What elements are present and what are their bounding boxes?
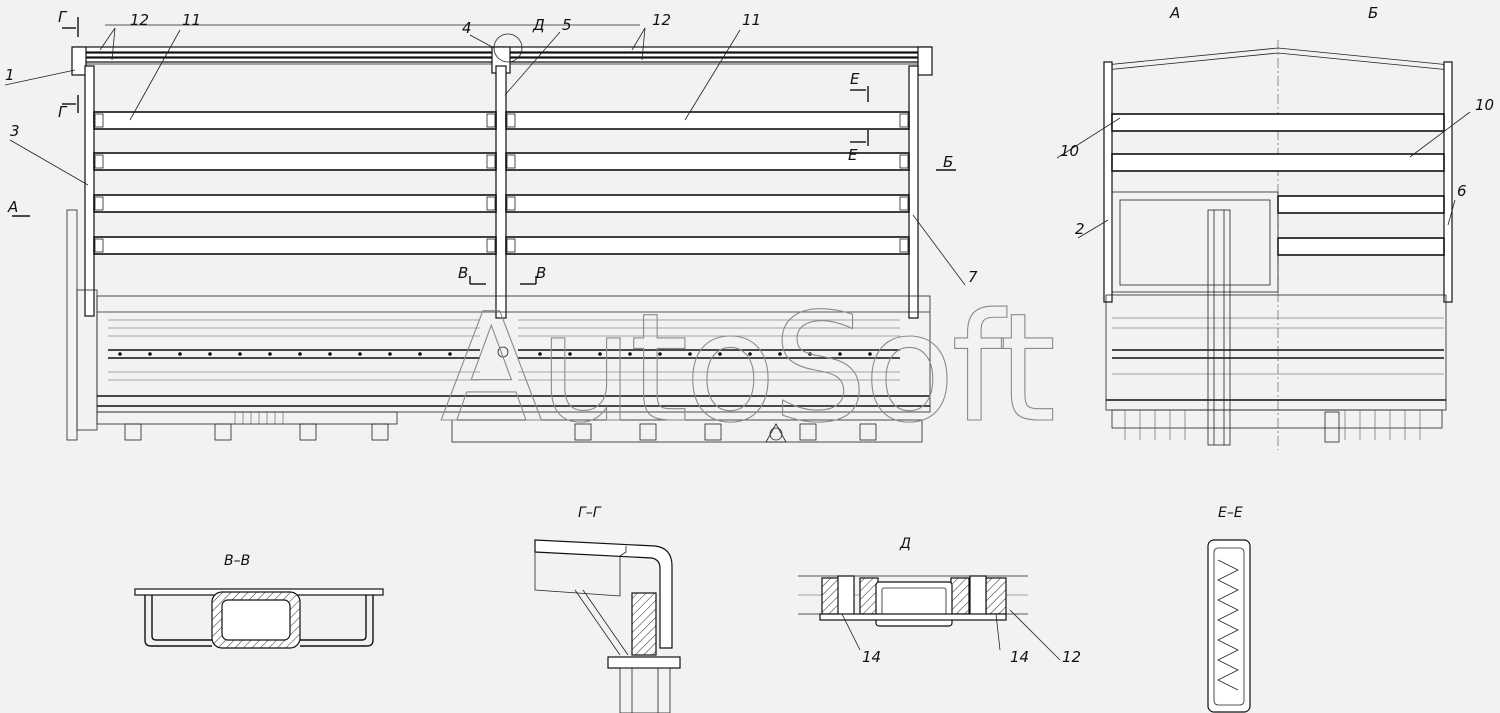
front-stake — [84, 65, 95, 317]
callout-10-left: 10 — [1060, 142, 1079, 160]
marker-g-top: Г — [58, 8, 68, 26]
callout-1: 1 — [5, 66, 15, 84]
callout-4: 4 — [462, 19, 472, 37]
section-gg-title: Г–Г — [578, 505, 602, 521]
section-vv-title: В–В — [224, 553, 250, 569]
callout-7: 7 — [968, 268, 978, 286]
marker-b-arrow: Б — [943, 153, 953, 171]
marker-e-top: Е — [850, 70, 860, 88]
section-gg — [534, 539, 681, 713]
rear-stake — [908, 65, 919, 319]
marker-g-side: Г — [58, 103, 68, 121]
marker-d-top: Д — [532, 16, 545, 34]
leader-lines — [4, 24, 1471, 661]
detail-d-title: Д — [899, 536, 911, 552]
section-vv — [134, 588, 384, 649]
view-b-title: Б — [1368, 4, 1378, 22]
callout-14-left: 14 — [862, 648, 881, 666]
side-view — [66, 46, 933, 443]
end-view — [1103, 40, 1453, 450]
marker-a-arrow: А — [7, 198, 18, 216]
section-markers — [12, 17, 956, 285]
callout-2: 2 — [1075, 220, 1085, 238]
callout-10-right: 10 — [1475, 96, 1494, 114]
section-ee-title: Е–Е — [1218, 505, 1243, 521]
callout-11-left: 11 — [182, 11, 201, 29]
callout-12-detail: 12 — [1062, 648, 1081, 666]
watermark: AutoSoft — [440, 282, 1053, 456]
section-ee — [1207, 539, 1251, 713]
callout-11-right: 11 — [742, 11, 761, 29]
marker-e-bottom: Е — [848, 146, 858, 164]
callout-12-right: 12 — [652, 11, 671, 29]
middle-stake — [495, 65, 507, 319]
callout-3: 3 — [10, 122, 20, 140]
view-a-title: А — [1169, 4, 1180, 22]
callout-5: 5 — [562, 16, 572, 34]
detail-d — [798, 575, 1028, 627]
marker-v-right: В — [536, 264, 546, 282]
callout-14-right: 14 — [1010, 648, 1029, 666]
callout-6: 6 — [1457, 182, 1467, 200]
marker-v-left: В — [458, 264, 468, 282]
callout-12-left: 12 — [130, 11, 149, 29]
